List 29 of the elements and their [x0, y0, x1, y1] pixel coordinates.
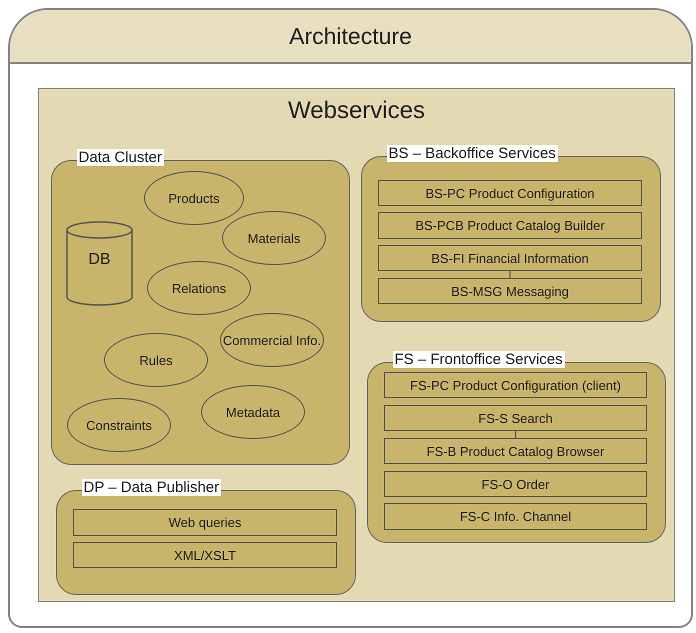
connector-line — [514, 431, 516, 438]
entity-ellipse: Metadata — [201, 385, 305, 439]
entity-ellipse: Products — [144, 171, 244, 225]
entity-ellipse: Rules — [104, 333, 208, 387]
entity-ellipse: Commercial Info. — [220, 313, 324, 367]
service-box: FS-C Info. Channel — [384, 503, 647, 530]
service-box: BS-MSG Messaging — [378, 278, 642, 304]
service-box: FS-PC Product Configuration (client) — [384, 372, 647, 398]
service-box: FS-O Order — [384, 471, 647, 497]
group-title: DP – Data Publisher — [82, 478, 222, 496]
entity-ellipse: Materials — [222, 211, 326, 265]
container-title: Architecture — [10, 10, 691, 64]
service-box: FS-S Search — [384, 405, 647, 431]
entity-ellipse: Relations — [147, 261, 251, 315]
service-box: FS-B Product Catalog Browser — [384, 438, 647, 464]
service-box: BS-PC Product Configuration — [378, 180, 642, 206]
service-box: BS-FI Financial Information — [378, 245, 642, 271]
group-title: BS – Backoffice Services — [386, 144, 558, 162]
webservices-panel — [38, 88, 675, 602]
publisher-box: Web queries — [73, 509, 337, 536]
database-label: DB — [88, 250, 111, 268]
group-title: FS – Frontoffice Services — [392, 350, 565, 368]
entity-ellipse: Constraints — [67, 398, 171, 452]
container-title: Webservices — [287, 97, 426, 125]
connector-line — [509, 271, 511, 278]
publisher-box: XML/XSLT — [73, 542, 337, 568]
architecture-frame — [8, 8, 693, 628]
group-title: Data Cluster — [76, 148, 164, 166]
service-box: BS-PCB Product Catalog Builder — [378, 212, 642, 239]
